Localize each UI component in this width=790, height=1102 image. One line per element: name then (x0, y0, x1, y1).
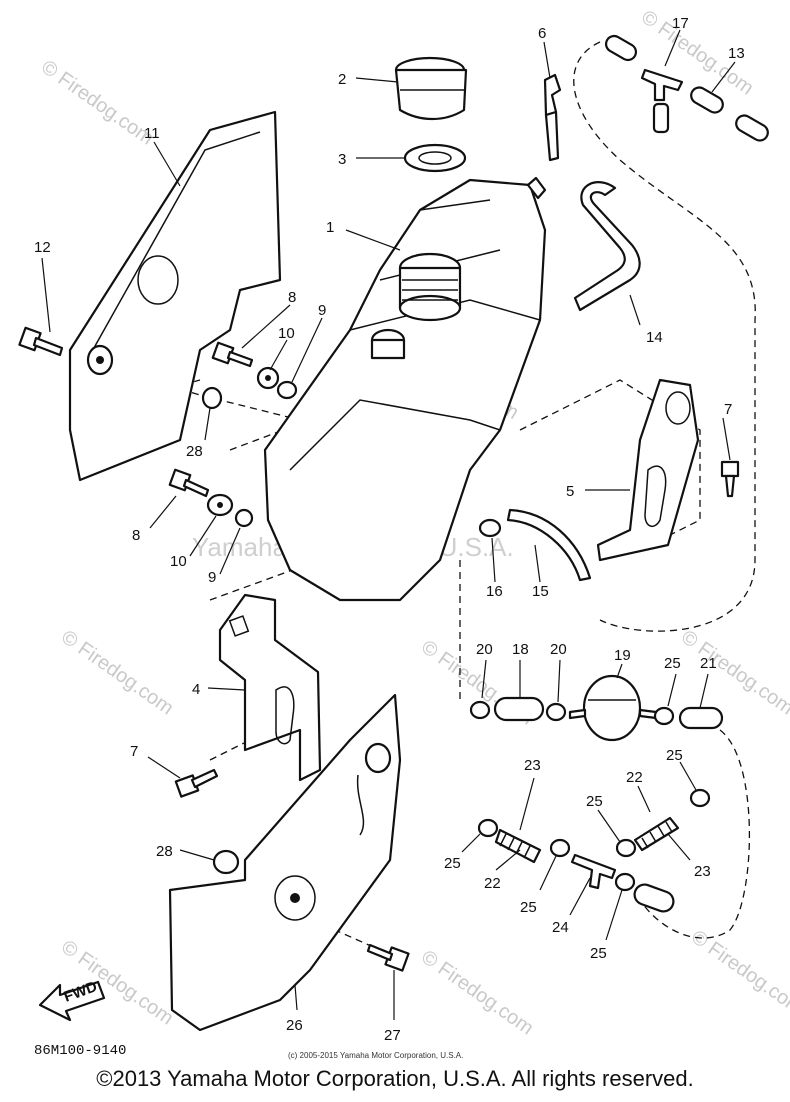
watermark-text: © Firedog.com (57, 936, 177, 1029)
part-21-pipe (678, 706, 724, 730)
callout-15: 15 (532, 583, 549, 600)
part-1-fuel-tank (263, 176, 547, 602)
part-20-clamp-left (469, 700, 491, 720)
callout-7-right: 7 (724, 401, 732, 418)
callout-2: 2 (338, 71, 346, 88)
callout-6: 6 (538, 25, 546, 42)
callout-1: 1 (326, 219, 334, 236)
callout-20-right: 20 (550, 641, 567, 658)
copyright-notice: ©2013 Yamaha Motor Corporation, U.S.A. A… (96, 1066, 694, 1091)
callout-24: 24 (552, 919, 569, 936)
callout-8-upper: 8 (288, 289, 296, 306)
part-22-hose-left (494, 828, 542, 864)
callout-13: 13 (728, 45, 745, 62)
callout-22-right: 22 (626, 769, 643, 786)
callout-8-lower: 8 (132, 527, 140, 544)
part-12-bolt (18, 326, 64, 357)
part-2-cap (394, 56, 468, 120)
part-10-washer-upper (256, 366, 280, 390)
watermark-text: © Firedog.com (57, 626, 177, 719)
callout-25-a: 25 (664, 655, 681, 672)
part-25-clamp-c (549, 838, 571, 858)
part-8-bolt-upper (211, 341, 254, 368)
part-15-hose (506, 508, 592, 582)
part-28-grommet-upper (201, 386, 223, 410)
callout-23-top: 23 (524, 757, 541, 774)
callout-18: 18 (512, 641, 529, 658)
part-20-clamp-right (545, 702, 567, 722)
callout-27: 27 (384, 1027, 401, 1044)
part-22-hose-right (633, 816, 680, 852)
callout-22-left: 22 (484, 875, 501, 892)
callout-25-d: 25 (586, 793, 603, 810)
fwd-arrow-icon: FWD (38, 978, 106, 1022)
part-25-clamp-d (615, 838, 637, 858)
part-14-bent-hose (573, 181, 641, 312)
callout-20-left: 20 (476, 641, 493, 658)
part-7-bolt-lower (174, 768, 219, 798)
part-16-clamp (478, 518, 502, 538)
part-10-washer-lower (206, 493, 234, 517)
diagram-code: 86M100-9140 (34, 1043, 126, 1059)
callout-16: 16 (486, 583, 503, 600)
watermark-text: © Firedog.com (417, 946, 537, 1039)
callout-25-b: 25 (444, 855, 461, 872)
part-13-hoses (604, 34, 769, 142)
part-9-collar-upper (276, 380, 298, 400)
part-25-clamp-a (653, 706, 675, 726)
callout-19: 19 (614, 647, 631, 664)
callout-25-e: 25 (666, 747, 683, 764)
callout-labels: 1 2 3 4 5 6 7 7 8 8 9 9 10 10 11 12 13 1… (34, 15, 745, 1044)
part-25-clamp-e (689, 788, 711, 808)
small-copyright: (c) 2005-2015 Yamaha Motor Corporation, … (288, 1051, 463, 1060)
callout-23-right: 23 (694, 863, 711, 880)
callout-9-lower: 9 (208, 569, 216, 586)
part-28-grommet-lower (212, 849, 240, 875)
part-11-side-cover-left (68, 110, 282, 482)
callout-25-f: 25 (590, 945, 607, 962)
callout-25-c: 25 (520, 899, 537, 916)
fuel-tank-parts-diagram: © Firedog.com © Firedog.com © Firedog.co… (18, 6, 790, 1060)
part-18-pipe (493, 696, 545, 722)
part-27-bolt (366, 943, 410, 972)
watermark-text: © Firedog.com (687, 926, 790, 1019)
part-9-collar-lower (234, 508, 254, 528)
callout-11: 11 (144, 125, 160, 142)
callout-14: 14 (646, 329, 663, 346)
callout-10-upper: 10 (278, 325, 295, 342)
part-25-clamp-f (614, 872, 636, 892)
part-6-clip (543, 73, 562, 162)
callout-10-lower: 10 (170, 553, 187, 570)
callout-9-upper: 9 (318, 302, 326, 319)
part-26-side-cover-lower (168, 693, 402, 1032)
callout-12: 12 (34, 239, 51, 256)
part-19-fuel-filter (568, 674, 658, 742)
callout-26: 26 (286, 1017, 303, 1034)
callout-17: 17 (672, 15, 689, 32)
callout-4: 4 (192, 681, 200, 698)
part-pipe-lower (633, 883, 675, 913)
watermark-text: © Firedog.com (37, 56, 157, 149)
part-5-bracket-right (596, 378, 700, 562)
part-24-t-joint (570, 853, 617, 890)
callout-28-lower: 28 (156, 843, 173, 860)
part-7-bolt-right (720, 460, 740, 498)
part-8-bolt-lower (168, 468, 210, 498)
part-25-clamp-b (477, 818, 499, 838)
callout-28-upper: 28 (186, 443, 203, 460)
callout-5: 5 (566, 483, 574, 500)
part-3-gasket (403, 143, 467, 173)
callout-21: 21 (700, 655, 717, 672)
leader-lines (41, 29, 736, 1020)
watermark-text: © Firedog.com (677, 626, 790, 719)
callout-7-lower: 7 (130, 743, 138, 760)
callout-3: 3 (338, 151, 346, 168)
part-4-bracket-left (218, 593, 322, 782)
part-17-t-joint (640, 68, 684, 134)
